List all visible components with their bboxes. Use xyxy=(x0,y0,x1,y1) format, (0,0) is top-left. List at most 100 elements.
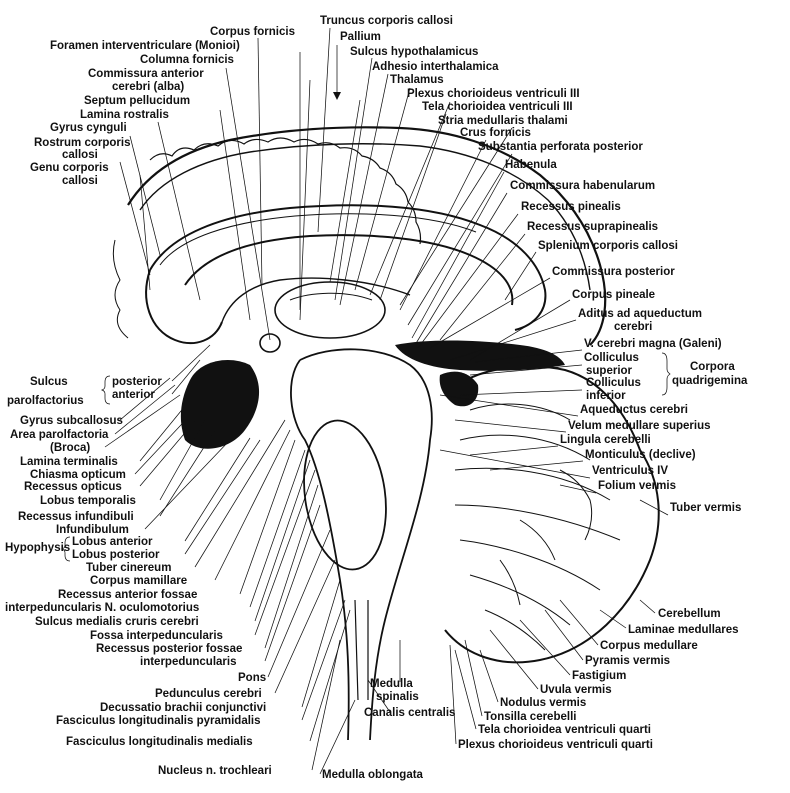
label-corpus-pineale: Corpus pineale xyxy=(572,289,655,301)
label-monticulus: Monticulus (declive) xyxy=(585,449,696,461)
leader-line xyxy=(454,649,477,730)
leader-line xyxy=(329,99,361,283)
label-nucleus-n-trochlearis: Nucleus n. trochleari xyxy=(158,765,272,777)
leader-line xyxy=(225,67,271,341)
leader-line xyxy=(129,135,161,256)
label-cerebri-alba: cerebri (alba) xyxy=(112,81,184,93)
label-splenium-corporis-callosi: Splenium corporis callosi xyxy=(538,240,678,252)
leader-line xyxy=(449,644,457,745)
label-medulla: Medulla xyxy=(370,678,413,690)
leader-line xyxy=(411,171,505,339)
label-parolfactorius: parolfactorius xyxy=(7,395,84,407)
label-spinalis: spinalis xyxy=(376,691,419,703)
label-plexus-chorioideus-ventriculi-iii: Plexus chorioideus ventriculi III xyxy=(407,88,580,100)
label-recessus-opticus: Recessus opticus xyxy=(24,481,122,493)
leader-line xyxy=(489,460,584,471)
label-canalis-centralis: Canalis centralis xyxy=(364,707,455,719)
label-area-parolfactoria: Area parolfactoria xyxy=(10,429,109,441)
label-sulcus-hypothalamicus: Sulcus hypothalamicus xyxy=(350,46,478,58)
leader-line xyxy=(379,113,447,301)
label-genu-corporis: Genu corporis xyxy=(30,162,109,174)
leader-line xyxy=(474,349,583,363)
brace-hypophysis xyxy=(60,536,71,562)
label-tonsilla-cerebelli: Tonsilla cerebelli xyxy=(484,711,576,723)
label-crus-fornicis: Crus fornicis xyxy=(460,127,531,139)
leader-line xyxy=(639,599,656,614)
leader-line xyxy=(119,377,171,421)
label-pyramis-vermis: Pyramis vermis xyxy=(585,655,670,667)
label-lobus-anterior: Lobus anterior xyxy=(72,536,153,548)
leader-line xyxy=(139,174,151,291)
leader-line xyxy=(639,499,669,516)
label-recessus-anterior-fossae: Recessus anterior fossae xyxy=(58,589,197,601)
leader-line xyxy=(479,649,499,703)
leader-line xyxy=(264,504,321,662)
label-rostrum-corporis: Rostrum corporis xyxy=(34,137,131,149)
leader-line xyxy=(144,439,231,530)
label-fossa-interpeduncularis: Fossa interpeduncularis xyxy=(90,630,223,642)
leader-line xyxy=(469,445,559,456)
label-pedunculus-cerebri: Pedunculus cerebri xyxy=(155,688,262,700)
label-pallium: Pallium xyxy=(340,31,381,43)
label-interpeduncularis-2: interpeduncularis xyxy=(140,656,237,668)
leader-line xyxy=(439,233,526,341)
leader-line xyxy=(311,639,341,771)
leader-line xyxy=(399,139,487,311)
leader-line xyxy=(334,57,373,301)
label-truncus-corporis-callosi: Truncus corporis callosi xyxy=(320,15,453,27)
label-recessus-pinealis: Recessus pinealis xyxy=(521,201,621,213)
leader-line xyxy=(194,419,286,568)
label-corpus-medullare: Corpus medullare xyxy=(600,640,698,652)
label-rostrum-callosi: callosi xyxy=(62,149,98,161)
label-aditus-cerebri: cerebri xyxy=(614,321,652,333)
label-colliculus-inferior-2: inferior xyxy=(586,390,626,402)
leader-line xyxy=(254,459,311,622)
label-thalamus: Thalamus xyxy=(390,74,444,86)
leader-line xyxy=(459,389,583,396)
label-folium-vermis: Folium vermis xyxy=(598,480,676,492)
leader-line xyxy=(184,437,251,542)
leader-line xyxy=(559,484,597,494)
leader-line xyxy=(239,439,296,595)
leader-line xyxy=(134,409,196,475)
leader-line xyxy=(267,529,331,678)
label-ventriculus-iv: Ventriculus IV xyxy=(592,465,668,477)
leader-line xyxy=(429,277,551,349)
leader-line xyxy=(264,484,319,649)
label-recessus-suprapinealis: Recessus suprapinealis xyxy=(527,221,658,233)
label-v-cerebri-magna: V. cerebri magna (Galeni) xyxy=(584,338,722,350)
label-tela-chorioidea-ventriculi-quarti: Tela chorioidea ventriculi quarti xyxy=(478,724,651,736)
label-lobus-posterior: Lobus posterior xyxy=(72,549,160,561)
label-medulla-oblongata: Medulla oblongata xyxy=(322,769,424,781)
label-tela-chorioidea-ventriculi-iii: Tela chorioidea ventriculi III xyxy=(422,101,573,113)
leader-line xyxy=(469,299,571,361)
label-septum-pellucidum: Septum pellucidum xyxy=(84,95,190,107)
leader-line xyxy=(219,109,251,321)
arrowhead-pallium xyxy=(333,92,341,100)
label-sulcus-medialis-cruris-cerebri: Sulcus medialis cruris cerebri xyxy=(35,616,199,628)
leader-line xyxy=(171,344,211,382)
leader-lines xyxy=(104,27,669,775)
leader-line xyxy=(559,599,599,646)
label-columna-fornicis: Columna fornicis xyxy=(140,54,234,66)
leader-line xyxy=(309,609,351,742)
label-lamina-rostralis: Lamina rostralis xyxy=(80,109,169,121)
label-infundibulum: Infundibulum xyxy=(56,524,129,536)
label-chiasma-opticum: Chiasma opticum xyxy=(30,469,126,481)
label-gyrus-subcallosus: Gyrus subcallosus xyxy=(20,415,123,427)
label-adhesio-interthalamica: Adhesio interthalamica xyxy=(372,61,499,73)
label-pons: Pons xyxy=(238,672,266,684)
leader-line xyxy=(214,429,291,581)
leader-line xyxy=(399,127,513,306)
label-commissura-anterior: Commissura anterior xyxy=(88,68,204,80)
label-lobus-temporalis: Lobus temporalis xyxy=(40,495,136,507)
label-genu-callosi: callosi xyxy=(62,175,98,187)
leader-line xyxy=(119,161,151,276)
label-corpus-fornicis: Corpus fornicis xyxy=(210,26,295,38)
label-recessus-posterior-fossae: Recessus posterior fossae xyxy=(96,643,242,655)
label-cerebellum: Cerebellum xyxy=(658,608,721,620)
leader-line xyxy=(504,251,537,301)
leader-line xyxy=(469,364,583,376)
leader-line xyxy=(299,79,311,321)
